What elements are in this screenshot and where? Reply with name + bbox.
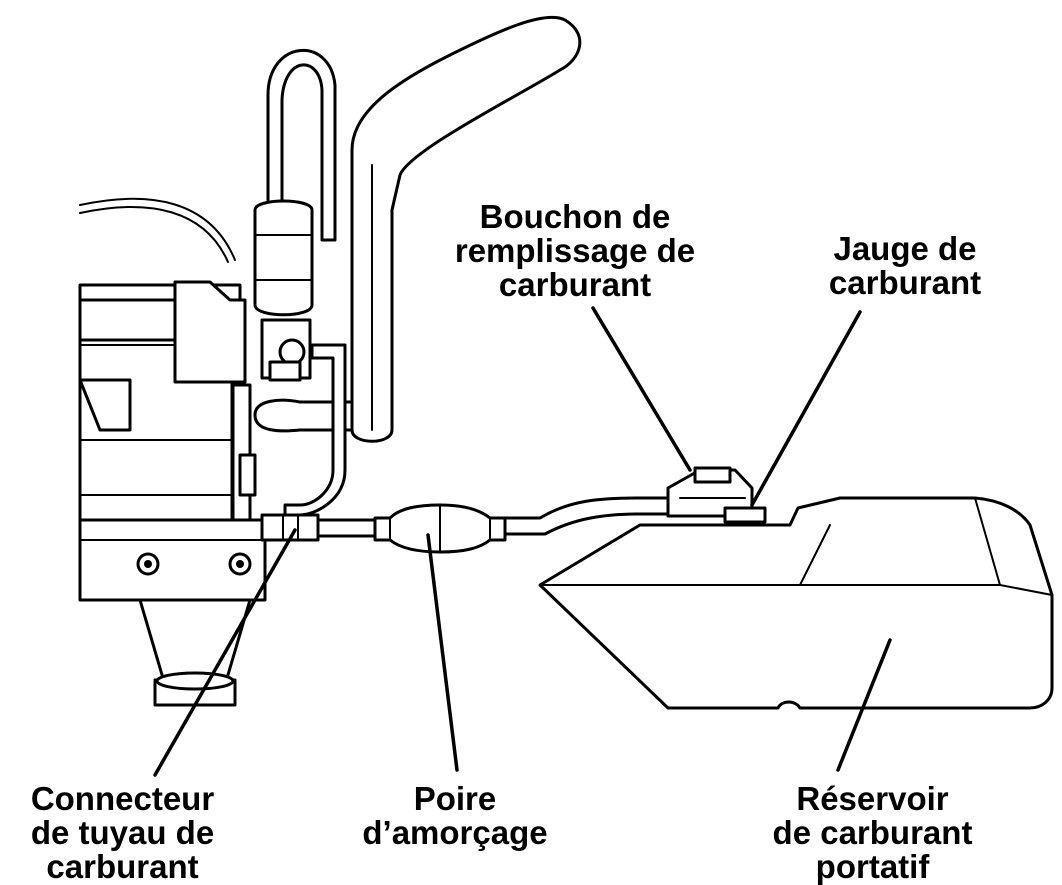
label-portable-tank: Réservoir de carburant portatif [772, 780, 973, 885]
leader-primer-bulb [426, 533, 459, 772]
leader-lines [153, 306, 892, 777]
leader-fuel-gauge [750, 310, 862, 507]
hose-assembly [253, 15, 582, 517]
leader-fuel-cap [591, 306, 692, 472]
fuel-line [260, 496, 682, 554]
leader-portable-tank [836, 638, 892, 772]
portable-fuel-tank [538, 466, 1054, 710]
label-fuel-gauge: Jauge de carburant [828, 230, 982, 301]
label-fuel-cap: Bouchon de remplissage de carburant [454, 198, 696, 303]
label-primer-bulb: Poire d’amorçage [362, 780, 548, 851]
leader-hose-connector [153, 528, 297, 777]
heater-unit [78, 197, 267, 707]
label-hose-connector: Connecteur de tuyau de carburant [30, 780, 215, 885]
